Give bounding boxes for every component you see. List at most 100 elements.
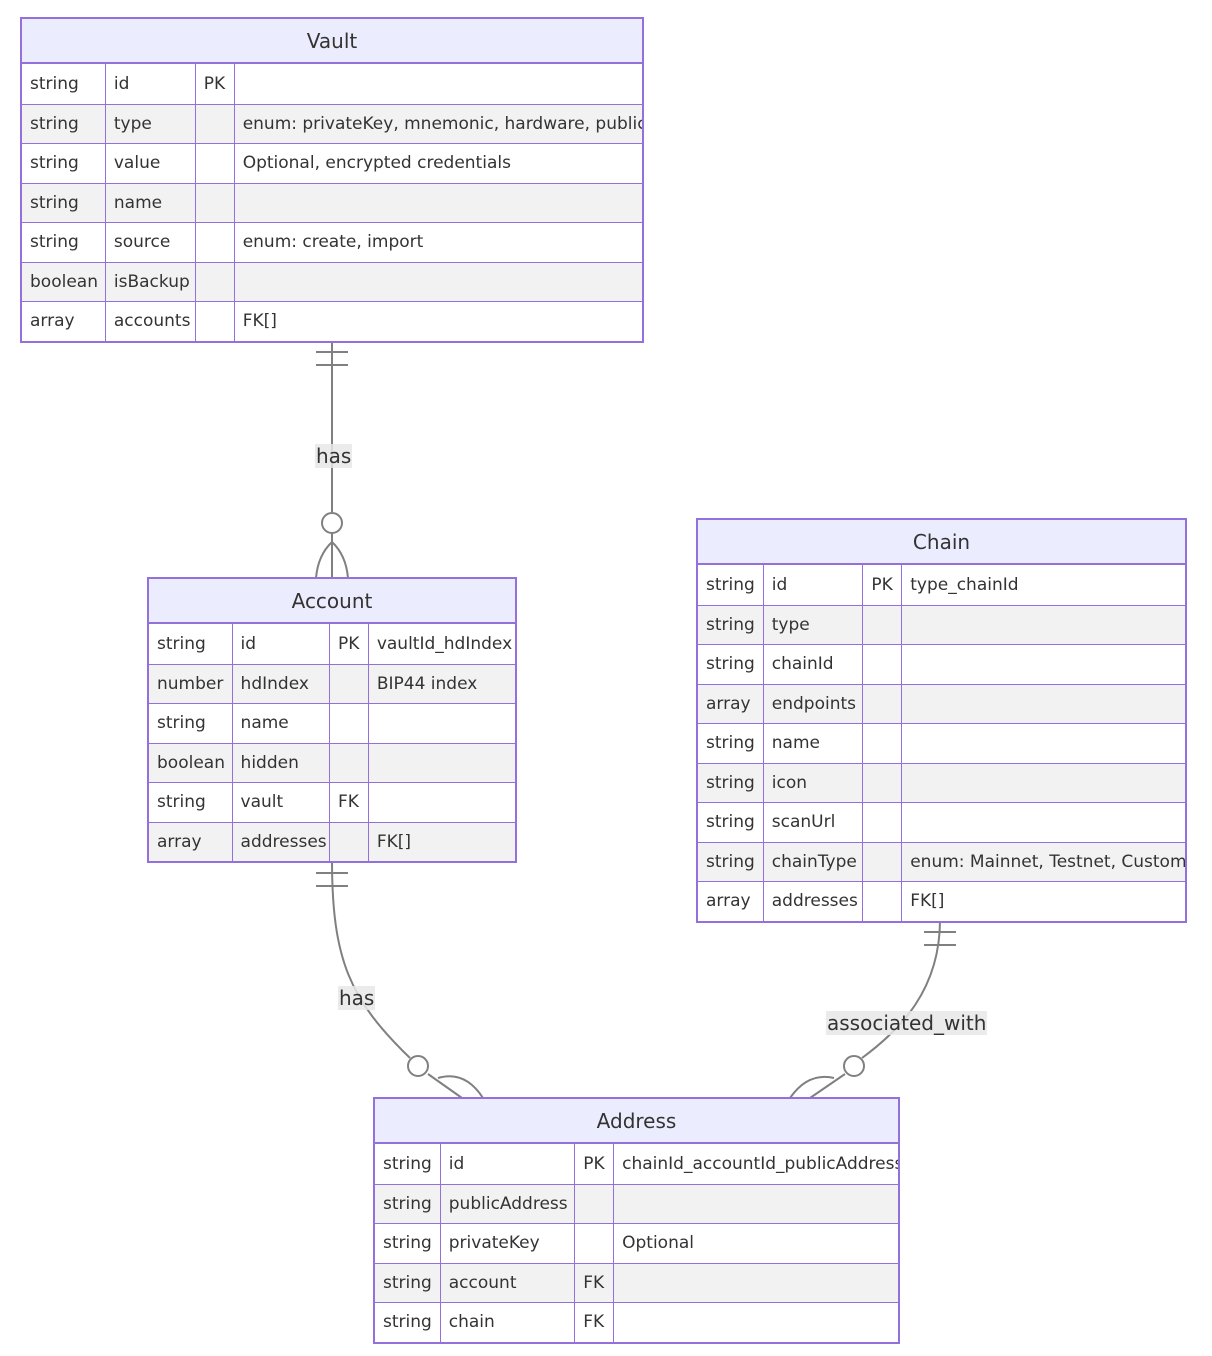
attr-key: PK — [194, 64, 234, 104]
attr-name: type — [762, 605, 863, 644]
attr-type: string — [157, 713, 206, 734]
attribute-row: string icon — [698, 762, 1185, 802]
attr-type: boolean — [30, 271, 98, 292]
attr-name: name — [104, 183, 195, 222]
attr-comment — [613, 1184, 898, 1223]
attribute-row: string source enum: create, import — [22, 222, 642, 262]
attr-comment — [367, 743, 515, 782]
attr-name: isBackup — [104, 262, 195, 301]
many-marker — [789, 1076, 835, 1099]
attr-key: PK — [329, 624, 368, 664]
attr-type: string — [706, 812, 755, 833]
attr-comment — [901, 724, 1185, 763]
attr-key — [862, 882, 901, 921]
attribute-row: boolean hidden — [149, 742, 515, 782]
attr-key — [329, 822, 368, 861]
attribute-row: array endpoints — [698, 683, 1185, 723]
attr-key — [862, 605, 901, 644]
attr-type: string — [706, 614, 755, 635]
attr-name: chain — [439, 1303, 574, 1342]
many-marker — [437, 1075, 484, 1099]
attr-name: accounts — [104, 302, 195, 341]
attr-key — [574, 1224, 613, 1263]
entity-title: Vault — [22, 19, 642, 64]
entity-title: Address — [375, 1099, 898, 1144]
attribute-row: boolean isBackup — [22, 261, 642, 301]
entity-title: Chain — [698, 520, 1185, 565]
zero-marker — [843, 1055, 865, 1077]
attr-type: string — [706, 851, 755, 872]
attr-name: addresses — [231, 822, 329, 861]
attr-comment — [901, 763, 1185, 802]
attr-comment: enum: create, import — [233, 223, 642, 262]
attr-comment — [901, 645, 1185, 684]
attr-name: account — [439, 1263, 574, 1302]
attr-name: id — [762, 565, 863, 605]
attr-name: hidden — [231, 743, 329, 782]
attr-comment: enum: Mainnet, Testnet, Custom — [901, 842, 1185, 881]
attribute-row: string name — [149, 703, 515, 743]
attr-name: hdIndex — [231, 664, 329, 703]
attr-comment: Optional — [613, 1224, 898, 1263]
attr-name: source — [104, 223, 195, 262]
attr-type: string — [383, 1193, 432, 1214]
attr-comment: chainId_accountId_publicAddress — [613, 1144, 898, 1184]
attr-type: string — [706, 772, 755, 793]
zero-marker — [407, 1055, 429, 1077]
attr-key — [862, 763, 901, 802]
attr-key — [862, 842, 901, 881]
edge-label-account-address: has — [338, 986, 376, 1010]
attr-type: string — [157, 792, 206, 813]
attr-type: string — [706, 654, 755, 675]
edge-label-vault-account: has — [315, 444, 353, 468]
attr-comment: type_chainId — [901, 565, 1185, 605]
attr-comment — [901, 803, 1185, 842]
attr-type: array — [706, 693, 751, 714]
attr-comment — [613, 1263, 898, 1302]
attr-key — [862, 724, 901, 763]
attr-comment: FK[] — [367, 822, 515, 861]
attr-type: string — [706, 574, 755, 595]
attr-name: id — [439, 1144, 574, 1184]
attr-name: name — [231, 704, 329, 743]
attr-key — [194, 262, 234, 301]
attr-key — [194, 144, 234, 183]
attr-comment — [233, 64, 642, 104]
attr-type: array — [30, 311, 75, 332]
attr-name: privateKey — [439, 1224, 574, 1263]
edge-account-address — [331, 859, 411, 1059]
zero-marker — [321, 512, 343, 534]
attr-key — [329, 664, 368, 703]
attr-key — [194, 223, 234, 262]
attr-comment — [233, 262, 642, 301]
attr-name: icon — [762, 763, 863, 802]
attr-type: boolean — [157, 752, 225, 773]
attr-type: string — [157, 633, 206, 654]
attr-type: number — [157, 673, 224, 694]
attr-key — [194, 104, 234, 143]
attr-key — [862, 684, 901, 723]
attr-type: string — [383, 1272, 432, 1293]
attr-comment: BIP44 index — [367, 664, 515, 703]
attr-name: id — [231, 624, 329, 664]
attr-type: string — [30, 153, 79, 174]
attr-type: array — [706, 891, 751, 912]
attr-key: FK — [574, 1303, 613, 1342]
attr-type: string — [383, 1312, 432, 1333]
attr-comment: Optional, encrypted credentials — [233, 144, 642, 183]
attr-type: string — [30, 232, 79, 253]
attribute-row: string type — [698, 604, 1185, 644]
attr-comment — [613, 1303, 898, 1342]
attr-name: endpoints — [762, 684, 863, 723]
